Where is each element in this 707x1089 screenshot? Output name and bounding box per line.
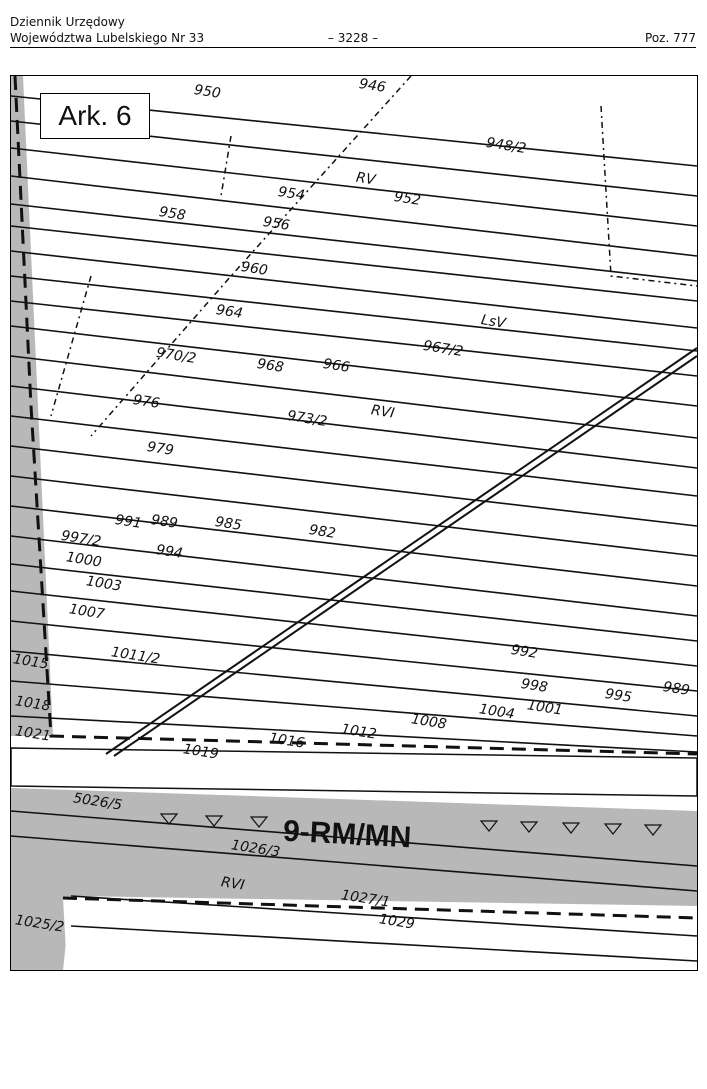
diagonal-road-1 bbox=[105, 347, 697, 755]
publication-line-1: Dziennik Urzędowy bbox=[10, 15, 125, 29]
parcel-label: RVI bbox=[219, 874, 246, 894]
publication-line-2: Województwa Lubelskiego Nr 33 bbox=[10, 31, 205, 45]
map-drawing bbox=[11, 76, 697, 970]
sheet-label: Ark. 6 bbox=[40, 93, 150, 139]
diagonal-road-2 bbox=[113, 355, 697, 757]
page-header: Dziennik Urzędowy Województwa Lubelskieg… bbox=[10, 14, 696, 48]
plan-boundary bbox=[13, 76, 697, 920]
parcel-label: RVI bbox=[369, 402, 396, 422]
header-rule bbox=[10, 47, 696, 48]
zone-band bbox=[11, 788, 697, 970]
zone-label: 9-RM/MN bbox=[282, 814, 413, 855]
field-lines bbox=[11, 95, 697, 962]
soil-boundaries bbox=[50, 76, 697, 437]
zone-triangles bbox=[159, 813, 663, 836]
road-strip bbox=[11, 747, 697, 797]
page-number: – 3228 – bbox=[327, 31, 379, 45]
position-number: Poz. 777 bbox=[645, 31, 696, 45]
cadastral-map: Ark. 6 950 946 948/2 RV 952 954 958 956 … bbox=[10, 75, 698, 971]
parcel-label: RV bbox=[354, 169, 377, 189]
publication-title: Dziennik Urzędowy Województwa Lubelskieg… bbox=[10, 14, 204, 46]
